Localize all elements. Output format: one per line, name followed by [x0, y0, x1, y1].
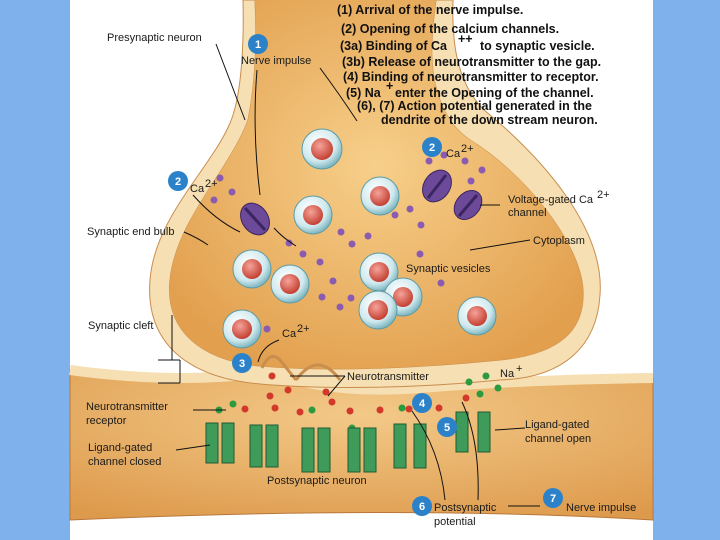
voltage-gated-ca-channel	[453, 190, 483, 220]
synaptic-vesicles	[222, 128, 497, 349]
vgc-label-line2: channel	[508, 207, 547, 219]
vgc-label-line1: Voltage-gated Ca	[508, 194, 594, 206]
vesicle	[360, 176, 400, 216]
ca-right-label: Ca	[446, 148, 461, 160]
badge-number: 5	[444, 422, 450, 434]
neurotransmitter-label: Neurotransmitter	[347, 371, 429, 383]
ca-left-superscript: 2+	[205, 178, 218, 190]
pointer-lines	[158, 43, 540, 507]
na-superscript: +	[516, 363, 522, 375]
badge-number: 2	[175, 176, 181, 188]
psp-label-line2: potential	[434, 516, 476, 528]
voltage-gated-ca-channel	[240, 202, 270, 236]
lg-closed-label-line1: Ligand-gated	[88, 442, 152, 454]
synaptic-cleft-label: Synaptic cleft	[88, 320, 153, 332]
nt-receptor-label-line1: Neurotransmitter	[86, 401, 168, 413]
step-3b: (3b) Release of neurotransmitter to the …	[342, 55, 601, 69]
vesicle	[359, 252, 399, 292]
step-4: (4) Binding of neurotransmitter to recep…	[343, 70, 599, 84]
step-3a-superscript: ++	[458, 32, 473, 46]
vesicle	[358, 290, 398, 330]
nerve-impulse-bottom-label: Nerve impulse	[566, 502, 636, 514]
step-2: (2) Opening of the calcium channels.	[341, 22, 559, 36]
step-3a: (3a) Binding of Ca	[340, 39, 448, 53]
ca-left-label: Ca	[190, 183, 205, 195]
ligand-gated-receptors	[205, 411, 491, 473]
presynaptic-neuron-label: Presynaptic neuron	[107, 32, 202, 44]
step-5-tail: enter the Opening of the channel.	[395, 86, 594, 100]
badge-number: 1	[255, 39, 261, 51]
vesicle	[301, 128, 343, 170]
step-6-7-line2: dendrite of the down stream neuron.	[381, 113, 598, 127]
badge-number: 2	[429, 142, 435, 154]
step-badge-2-left	[168, 171, 188, 191]
badge-number: 4	[419, 398, 426, 410]
vesicle	[293, 195, 333, 235]
badge-number: 3	[239, 358, 245, 370]
badge-number: 6	[419, 501, 425, 513]
voltage-gated-ca-channel	[422, 169, 452, 203]
vesicle	[222, 309, 262, 349]
step-3a-tail: to synaptic vesicle.	[480, 39, 595, 53]
ca-bottom-superscript: 2+	[297, 323, 310, 335]
neurotransmitter-molecules	[241, 372, 470, 416]
sodium-ions	[215, 372, 502, 432]
step-badge-3	[232, 353, 252, 373]
psp-label-line1: Postsynaptic	[434, 502, 497, 514]
step-6-7: (6), (7) Action potential generated in t…	[357, 99, 592, 113]
step-badge-7	[543, 488, 563, 508]
step-badge-6	[412, 496, 432, 516]
vesicle	[232, 249, 272, 289]
nerve-impulse-label: Nerve impulse	[241, 55, 311, 67]
fusing-vesicle	[260, 354, 298, 381]
synaptic-vesicles-label: Synaptic vesicles	[406, 263, 491, 275]
vesicle	[457, 296, 497, 336]
lg-open-label-line2: channel open	[525, 433, 591, 445]
step-badge-1	[248, 34, 268, 54]
step-5: (5) Na	[346, 86, 382, 100]
nt-receptor-label-line2: receptor	[86, 415, 127, 427]
step-badge-4	[412, 393, 432, 413]
step-1: (1) Arrival of the nerve impulse.	[337, 3, 523, 17]
ca-right-superscript: 2+	[461, 143, 474, 155]
step-badge-5	[437, 417, 457, 437]
postsynaptic-membrane	[69, 365, 654, 395]
vesicle	[270, 264, 310, 304]
step-5-superscript: +	[386, 79, 393, 93]
na-label: Na	[500, 368, 515, 380]
calcium-ions	[210, 151, 486, 333]
ca-bottom-label: Ca	[282, 328, 297, 340]
postsynaptic-neuron-label: Postsynaptic neuron	[267, 475, 367, 487]
vgc-superscript: 2+	[597, 189, 610, 201]
lg-open-label-line1: Ligand-gated	[525, 419, 589, 431]
synaptic-end-bulb-label: Synaptic end bulb	[87, 226, 174, 238]
lg-closed-label-line2: channel closed	[88, 456, 161, 468]
badge-number: 7	[550, 493, 556, 505]
step-badge-2-right	[422, 137, 442, 157]
fusing-vesicle	[294, 363, 342, 381]
cytoplasm-label: Cytoplasm	[533, 235, 585, 247]
